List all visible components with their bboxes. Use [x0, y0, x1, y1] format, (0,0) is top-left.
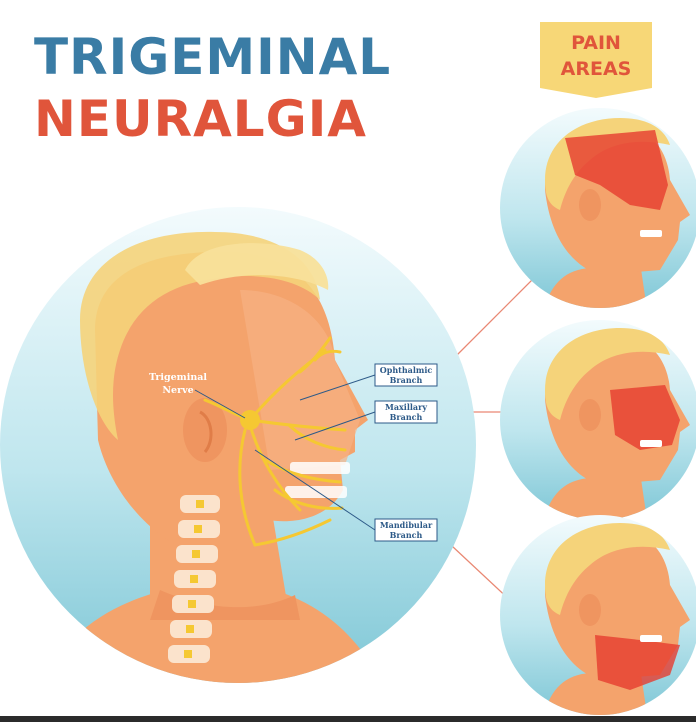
bottom-bar: [0, 716, 696, 722]
pain-area-ophthalmic: [500, 108, 696, 308]
title-line-2: NEURALGIA: [34, 90, 367, 148]
pain-tag-banner-shape: [540, 22, 652, 98]
pain-areas-tag: PAIN AREAS: [540, 22, 652, 100]
trigeminal-nerve-label-line-1: Trigeminal: [149, 372, 207, 383]
label-ophthalmic-branch: Ophthalmic Branch: [299, 363, 438, 401]
label-trigeminal-nerve: Trigeminal Nerve: [149, 372, 246, 419]
mandibular-label-line-2: Branch: [390, 530, 423, 540]
pain-areas-line-1: PAIN: [571, 32, 621, 54]
trigeminal-ganglion: [240, 410, 260, 430]
pain-areas-line-2: AREAS: [560, 58, 632, 80]
main-head-illustration: [0, 207, 476, 683]
trigeminal-nerve-branches: [203, 336, 347, 547]
label-maxillary-branch: Maxillary Branch: [294, 400, 438, 441]
mandibular-label-line-1: Mandibular: [380, 520, 433, 530]
trigeminal-nerve-label-line-2: Nerve: [162, 385, 193, 396]
label-mandibular-branch: Mandibular Branch: [254, 449, 438, 542]
pain-area-maxillary: [500, 320, 696, 520]
maxillary-label-line-1: Maxillary: [385, 402, 427, 412]
title-line-1: TRIGEMINAL: [34, 28, 392, 86]
pain-area-mandibular: [500, 515, 696, 715]
maxillary-label-line-2: Branch: [390, 412, 423, 422]
ophthalmic-label-line-2: Branch: [390, 375, 423, 385]
ophthalmic-label-line-1: Ophthalmic: [380, 365, 433, 375]
